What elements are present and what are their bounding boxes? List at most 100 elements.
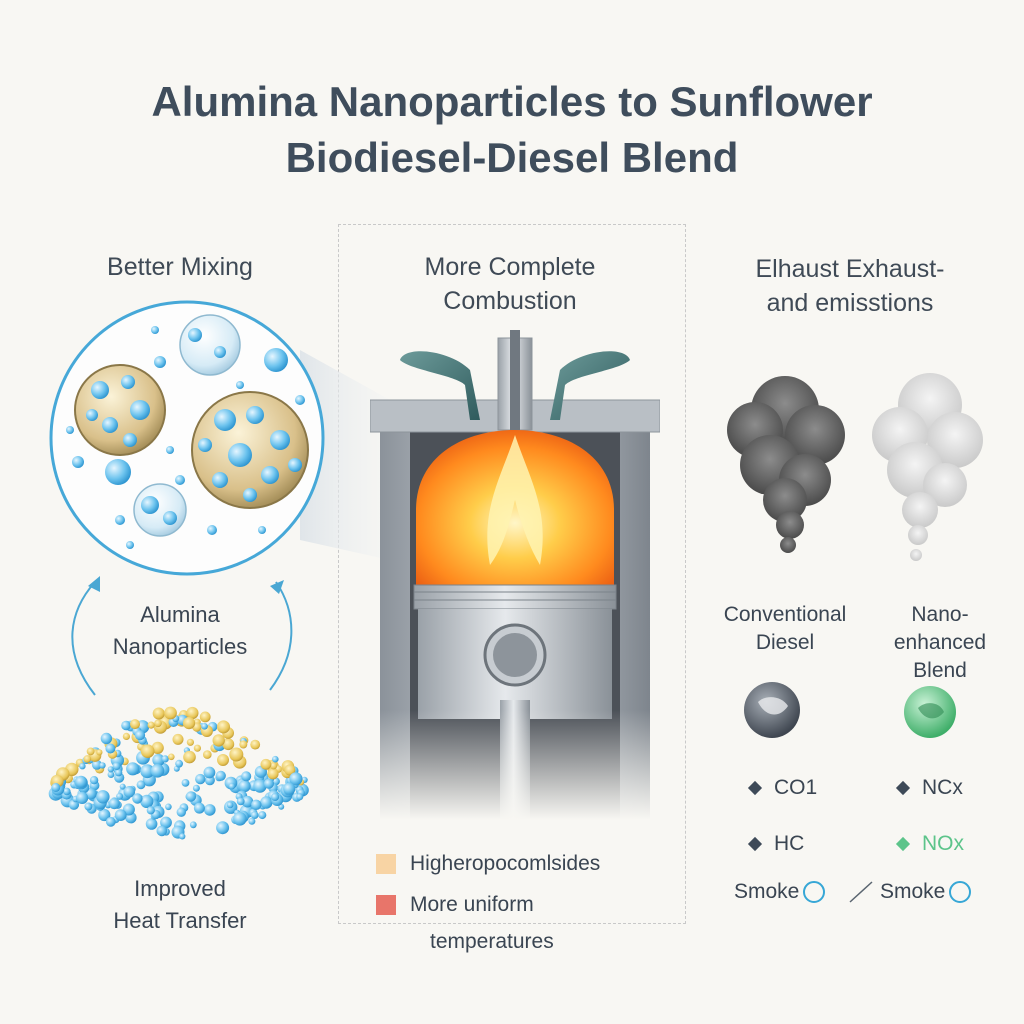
nanoparticle: [226, 801, 234, 809]
fuel-droplet-3: [179, 314, 241, 376]
conventional-item-1: CO1: [747, 776, 817, 800]
diamond-icon: [747, 837, 763, 852]
nanoparticle: [217, 754, 229, 766]
fuel-droplet-4: [133, 483, 187, 537]
nanoparticle: [105, 743, 116, 754]
nanoparticle: [76, 791, 89, 804]
nanoparticle: [116, 792, 124, 800]
nanoparticle: [238, 780, 251, 793]
legend-label-2: More uniform: [410, 893, 534, 916]
nanoparticle: [107, 766, 114, 773]
nano-item-1: NCx: [895, 776, 963, 800]
nanoparticle: [140, 744, 155, 758]
better-mixing-header: Better Mixing: [107, 253, 253, 281]
nanoparticle: [108, 798, 120, 810]
nanoparticle: [283, 782, 296, 795]
nanoparticle: [145, 818, 158, 830]
nanoparticle: [121, 720, 131, 731]
nanoparticle: [122, 732, 130, 740]
legend-item-2: More uniform: [376, 893, 534, 917]
nanoparticle: [233, 812, 247, 826]
nanoparticle: [228, 782, 236, 790]
nanoparticle: [195, 773, 206, 785]
nanoparticle: [215, 770, 226, 781]
smoke-right: Smoke: [880, 880, 972, 904]
nanoparticle: [112, 762, 121, 771]
conventional-label-1: Conventional: [723, 603, 847, 626]
intake-valve: [400, 351, 480, 420]
nanoparticle: [156, 825, 168, 837]
exhaust-smoke-illustration: [727, 373, 983, 738]
nanoparticle: [126, 762, 140, 776]
nanoparticle-pile: [48, 706, 309, 840]
nanoparticle: [152, 753, 165, 767]
nanoparticle: [161, 755, 169, 763]
nanoparticle: [130, 719, 140, 730]
nanoparticle: [229, 747, 244, 762]
combustion-flame: [416, 430, 614, 585]
nanoparticle: [100, 732, 113, 745]
diamond-icon: [747, 781, 763, 796]
nanoparticle: [152, 707, 165, 720]
magnifier-beam: [300, 350, 390, 560]
diamond-icon: [895, 781, 911, 796]
legend-swatch-2: [376, 895, 396, 916]
nanoparticle: [83, 755, 92, 763]
nanoparticle: [134, 730, 146, 741]
nanoparticle: [136, 780, 146, 790]
exhaust-valve: [550, 351, 630, 420]
title-line-1: Alumina Nanoparticles to Sunflower: [151, 78, 873, 125]
conventional-label-2: Diesel: [755, 631, 815, 654]
nanoparticle: [185, 791, 197, 802]
nanoparticle: [267, 768, 279, 780]
nanoparticle: [203, 750, 212, 759]
conventional-item-2: HC: [747, 832, 804, 856]
nano-item-2: NOx: [895, 832, 964, 856]
nanoparticle: [272, 755, 279, 763]
nanoparticle: [84, 802, 93, 811]
legend-continuation: temperatures: [430, 930, 554, 953]
nanoparticle: [183, 750, 196, 764]
nanoparticle: [172, 733, 184, 745]
nanoparticle: [182, 717, 196, 730]
nanoparticle: [204, 804, 216, 816]
exhaust-header-1: Elhaust Exhaust-: [755, 255, 945, 283]
nanoparticle: [114, 769, 123, 777]
nanoparticle: [193, 802, 205, 814]
smoke-level-icon: [949, 881, 972, 904]
nanoparticle: [222, 738, 235, 751]
nanoparticle: [96, 790, 110, 804]
nanoparticle: [119, 783, 126, 790]
nanoparticle: [199, 711, 211, 723]
nanoparticle: [284, 764, 296, 776]
nanoparticle: [107, 771, 115, 778]
nanoparticle: [175, 759, 184, 768]
mixing-illustration: [48, 300, 390, 840]
nanoparticle: [98, 808, 111, 822]
nanoparticle: [63, 787, 71, 796]
nanoparticle: [99, 762, 106, 769]
nanoparticle: [164, 706, 177, 720]
engine-cylinder-illustration: [370, 330, 660, 820]
title-line-2: Biodiesel-Diesel Blend: [285, 134, 739, 181]
arrow-right: [269, 581, 293, 691]
legend-label-1: Higherорocomlsides: [410, 852, 601, 875]
nanoparticle: [123, 786, 136, 798]
nanoparticle: [165, 803, 172, 811]
nanoparticle: [236, 797, 245, 806]
nanoparticle: [250, 739, 261, 750]
nanoparticle: [146, 806, 155, 815]
smoke-left: Smoke: [734, 880, 826, 904]
nanoparticle: [258, 811, 267, 820]
nanoparticle: [74, 775, 88, 788]
nanoparticle: [269, 762, 278, 770]
combustion-header-2: Combustion: [443, 287, 577, 315]
nanoparticle: [260, 758, 272, 770]
nanoparticle: [114, 809, 127, 821]
nanoparticle: [86, 747, 95, 756]
nanoparticle: [203, 766, 216, 779]
light-smoke-cloud: [872, 373, 983, 561]
piston-crown: [413, 584, 617, 610]
nanoparticle: [168, 753, 175, 761]
legend-item-1: Higherорocomlsides: [376, 852, 600, 876]
